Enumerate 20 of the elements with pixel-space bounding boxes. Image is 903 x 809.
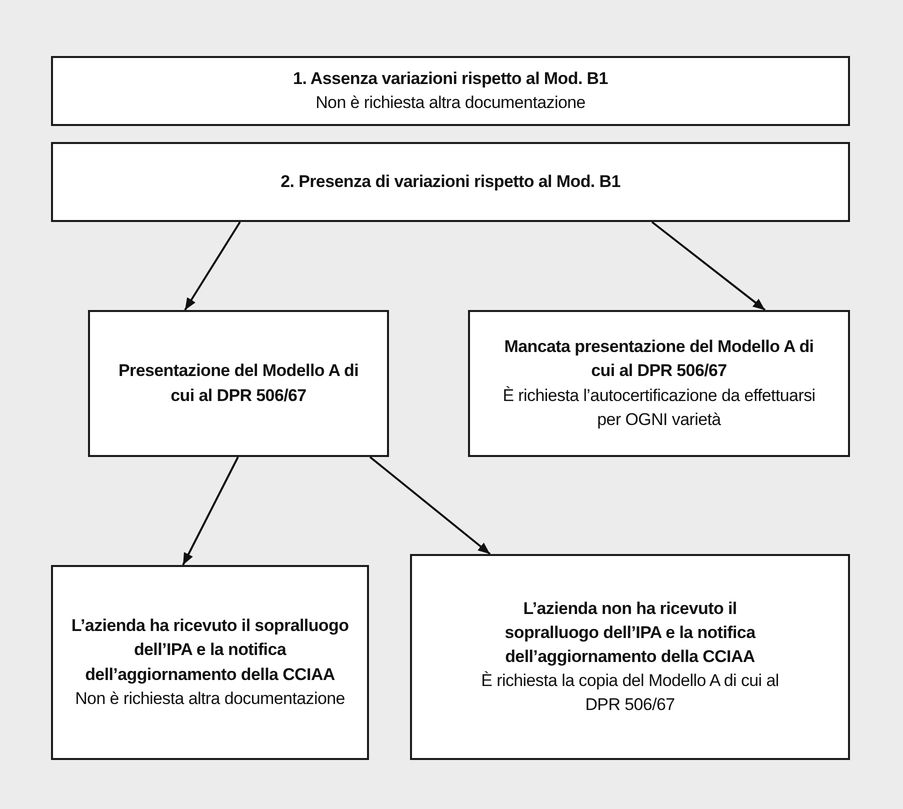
- process-box: [51, 565, 369, 760]
- box-note: Non è richiesta altra documentazione: [75, 688, 345, 710]
- box-note: È richiesta la copia del Modello A di cui al DPR 506/67: [480, 670, 780, 716]
- process-box: [88, 310, 389, 457]
- arrow: [651, 221, 766, 311]
- box-heading: 1. Assenza variazioni rispetto al Mod. B1: [293, 68, 608, 90]
- arrow: [369, 456, 491, 555]
- process-box: [410, 554, 850, 760]
- box-note: Non è richiesta altra documentazione: [316, 92, 586, 114]
- box-heading: Presentazione del Modello A di cui al DPR 506/67: [117, 360, 360, 406]
- arrow: [184, 221, 241, 311]
- box-heading: Mancata presentazione del Modello A di cui al DPR 506/67: [503, 336, 815, 382]
- box-note: È richiesta l’autocertificazione da effettuarsi per OGNI varietà: [502, 384, 816, 431]
- box-heading: L’azienda non ha ricevuto il sopralluogo dell’IPA e la notifica dell’aggiornamento della CCIAA: [504, 598, 757, 668]
- arrow: [182, 456, 239, 566]
- process-box: [51, 142, 850, 222]
- process-box: [468, 310, 850, 457]
- process-box: [51, 56, 850, 126]
- box-heading: L’azienda ha ricevuto il sopralluogo dell’IPA e la notifica dell’aggiornamento della CCIAA: [70, 615, 350, 686]
- box-heading: 2. Presenza di variazioni rispetto al Mod. B1: [280, 170, 620, 193]
